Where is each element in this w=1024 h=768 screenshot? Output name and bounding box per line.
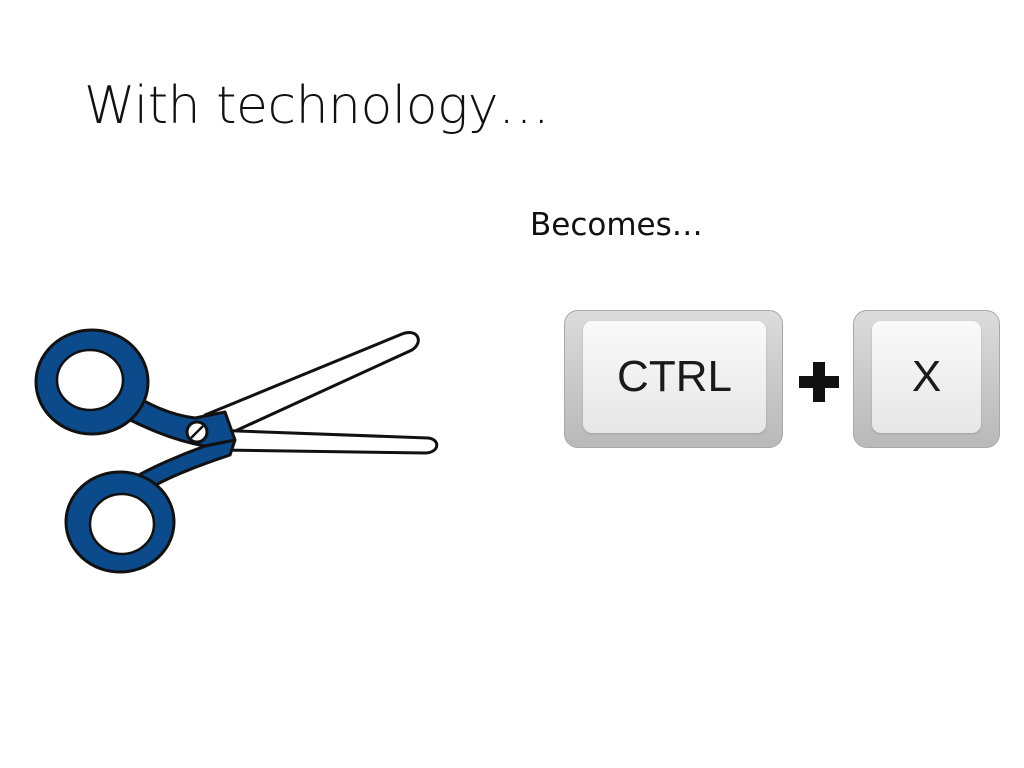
- slide-subtitle: Becomes…: [530, 207, 703, 243]
- scissors-icon: [34, 328, 439, 574]
- x-key-label: X: [911, 352, 942, 401]
- ctrl-key-face: CTRL: [583, 321, 766, 433]
- ctrl-key-label: CTRL: [617, 352, 732, 401]
- ctrl-key: CTRL: [564, 310, 783, 448]
- x-key: X: [853, 310, 1000, 448]
- slide-title: With technology…: [84, 76, 550, 136]
- x-key-face: X: [872, 321, 981, 433]
- plus-icon: [799, 362, 839, 402]
